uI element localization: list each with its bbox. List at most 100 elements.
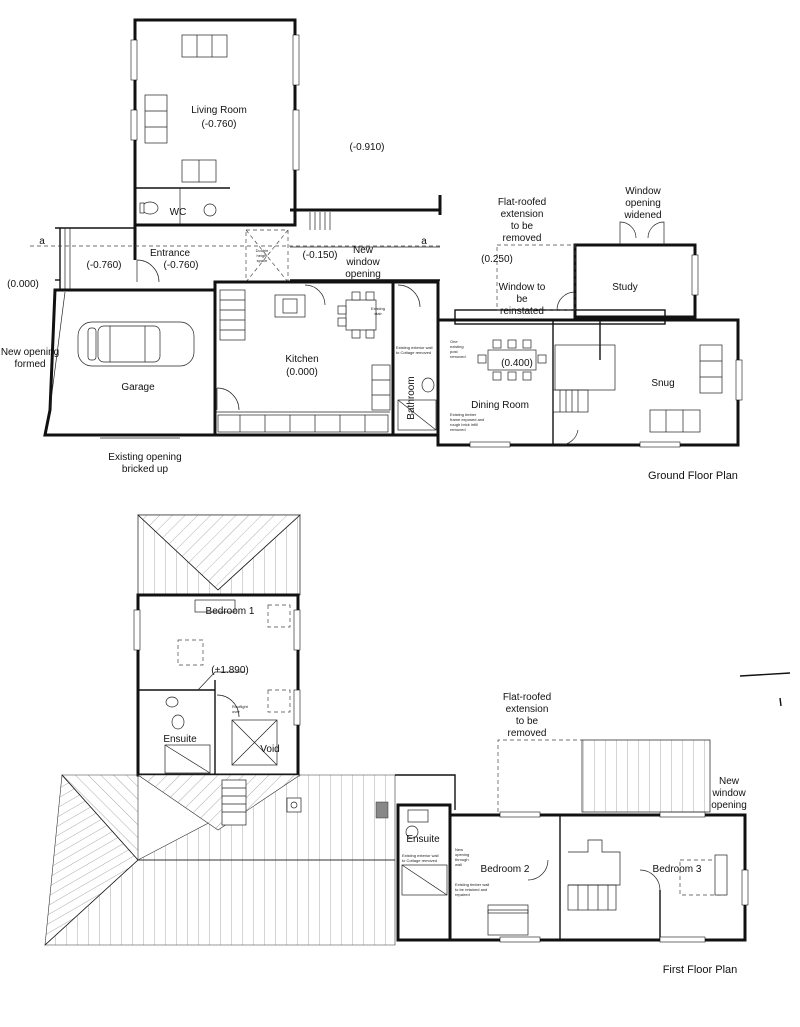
garage-walls bbox=[43, 288, 217, 439]
first-small-new-opening-3: through bbox=[455, 857, 469, 862]
note-existing-opening-2: bricked up bbox=[122, 464, 169, 475]
bedroom1-roof bbox=[136, 514, 302, 596]
bedroom1-label: Bedroom 1 bbox=[206, 606, 255, 617]
small-note-timber-2: frame exposed and bbox=[450, 417, 484, 422]
bedroom3-label: Bedroom 3 bbox=[653, 864, 702, 875]
small-note-post-2: existing bbox=[450, 344, 464, 349]
entrance-label: Entrance bbox=[150, 248, 190, 259]
first-small-exposed-wall-1: Existing timber wall bbox=[455, 882, 489, 887]
ensuite1-label: Ensuite bbox=[163, 734, 197, 745]
note-window-widened-1: Window bbox=[625, 186, 661, 197]
section-marker-right: a bbox=[421, 236, 427, 247]
first-small-rooflight-2: over bbox=[232, 709, 240, 714]
small-note-double-height-2: height bbox=[257, 253, 269, 258]
small-note-post-1: One bbox=[450, 339, 458, 344]
ensuite2-walls bbox=[396, 803, 452, 942]
kitchen-label: Kitchen bbox=[285, 354, 318, 365]
margin-mark bbox=[739, 672, 791, 677]
first-small-ensuite-wall-2: to Cottage removed bbox=[402, 858, 437, 863]
note-existing-opening-1: Existing opening bbox=[108, 452, 181, 463]
small-note-stair-1: Existing bbox=[371, 306, 385, 311]
hall-level: (-0.150) bbox=[302, 250, 337, 261]
ground-labels: Living Room (-0.760) WC (-0.910) Entranc… bbox=[1, 105, 738, 482]
note-window-widened-3: widened bbox=[623, 210, 661, 221]
note-new-window-3: opening bbox=[345, 269, 381, 280]
section-marker-left: a bbox=[39, 236, 45, 247]
kitchen-table bbox=[337, 291, 377, 339]
first-floor-plan bbox=[44, 514, 791, 946]
snug-label: Snug bbox=[651, 378, 674, 389]
first-labels: Bedroom 1 (+1.890) Ensuite Void Ensuite … bbox=[163, 606, 746, 976]
garage-label: Garage bbox=[121, 382, 155, 393]
first-floor-title: First Floor Plan bbox=[663, 964, 738, 976]
outside-level-top: (-0.910) bbox=[349, 142, 384, 153]
first-note-flat-roof-3: to be bbox=[516, 716, 539, 727]
study-label: Study bbox=[612, 282, 638, 293]
note-window-widened-2: opening bbox=[625, 198, 661, 209]
ensuite2-label: Ensuite bbox=[406, 834, 440, 845]
note-new-window-1: New bbox=[353, 245, 374, 256]
note-flat-roof-4: removed bbox=[503, 233, 542, 244]
bedroom1-level: (+1.890) bbox=[211, 665, 249, 676]
void-label: Void bbox=[260, 744, 279, 755]
first-small-exposed-wall-3: repaired bbox=[455, 892, 470, 897]
small-note-kitchen-wall-1: Existing exterior wall bbox=[396, 345, 433, 350]
living-room-furniture bbox=[139, 34, 228, 217]
first-small-new-opening-4: wall bbox=[455, 862, 462, 867]
first-small-ensuite-wall-1: Existing exterior wall bbox=[402, 853, 439, 858]
first-note-new-window-3: opening bbox=[711, 800, 747, 811]
first-small-exposed-wall-2: to be retained and bbox=[455, 887, 487, 892]
dining-table bbox=[477, 339, 547, 381]
note-flat-roof-3: to be bbox=[511, 221, 534, 232]
extension-outline bbox=[496, 244, 576, 311]
kitchen-level: (0.000) bbox=[286, 367, 318, 378]
living-room-label: Living Room bbox=[191, 105, 247, 116]
cottage-roof bbox=[44, 774, 456, 946]
first-small-new-opening-2: opening bbox=[455, 852, 469, 857]
bathroom-label: Bathroom bbox=[406, 376, 417, 419]
note-flat-roof-2: extension bbox=[501, 209, 544, 220]
car-icon bbox=[77, 321, 195, 367]
small-note-stair-2: stair bbox=[374, 311, 382, 316]
first-note-new-window-1: New bbox=[719, 776, 740, 787]
note-flat-roof-1: Flat-roofed bbox=[498, 197, 546, 208]
ground-floor-plan bbox=[30, 18, 743, 448]
outside-level-left: (-0.760) bbox=[86, 260, 121, 271]
note-new-window-2: window bbox=[345, 257, 380, 268]
small-note-kitchen-wall-2: to Cottage removed bbox=[396, 350, 431, 355]
entrance-walls bbox=[55, 195, 442, 290]
small-note-timber-1: Existing timber bbox=[450, 412, 477, 417]
ground-floor-title: Ground Floor Plan bbox=[648, 470, 738, 482]
small-note-post-3: post bbox=[450, 349, 458, 354]
wc-label: WC bbox=[170, 207, 187, 218]
note-window-reinstated-1: Window to bbox=[499, 282, 546, 293]
note-window-reinstated-3: reinstated bbox=[500, 306, 544, 317]
note-new-opening-2: formed bbox=[14, 359, 45, 370]
first-note-flat-roof-2: extension bbox=[506, 704, 549, 715]
outside-level-far: (0.000) bbox=[7, 279, 39, 290]
dining-level: (0.400) bbox=[501, 358, 533, 369]
note-window-reinstated-2: be bbox=[516, 294, 528, 305]
small-note-double-height-1: Double bbox=[256, 248, 269, 253]
bedrooms-east-walls bbox=[448, 811, 749, 943]
living-room-level: (-0.760) bbox=[201, 119, 236, 130]
living-room-walls bbox=[130, 18, 300, 227]
small-note-double-height-3: space bbox=[257, 258, 268, 263]
small-note-timber-3: rough brick infill bbox=[450, 422, 478, 427]
extension-level: (0.250) bbox=[481, 254, 513, 265]
first-small-new-opening-1: New bbox=[455, 847, 463, 852]
dining-room-label: Dining Room bbox=[471, 400, 529, 411]
extension-roof bbox=[497, 739, 711, 813]
small-note-timber-4: removed bbox=[450, 427, 466, 432]
first-note-flat-roof-1: Flat-roofed bbox=[503, 692, 551, 703]
margin-mark bbox=[779, 697, 782, 707]
kitchen-walls bbox=[213, 280, 395, 437]
first-note-flat-roof-4: removed bbox=[508, 728, 547, 739]
bedroom2-label: Bedroom 2 bbox=[481, 864, 530, 875]
small-note-post-4: removed bbox=[450, 354, 466, 359]
entrance-level: (-0.760) bbox=[163, 260, 198, 271]
east-wing-walls bbox=[436, 221, 743, 448]
note-new-opening-1: New opening bbox=[1, 347, 59, 358]
first-note-new-window-2: window bbox=[711, 788, 746, 799]
